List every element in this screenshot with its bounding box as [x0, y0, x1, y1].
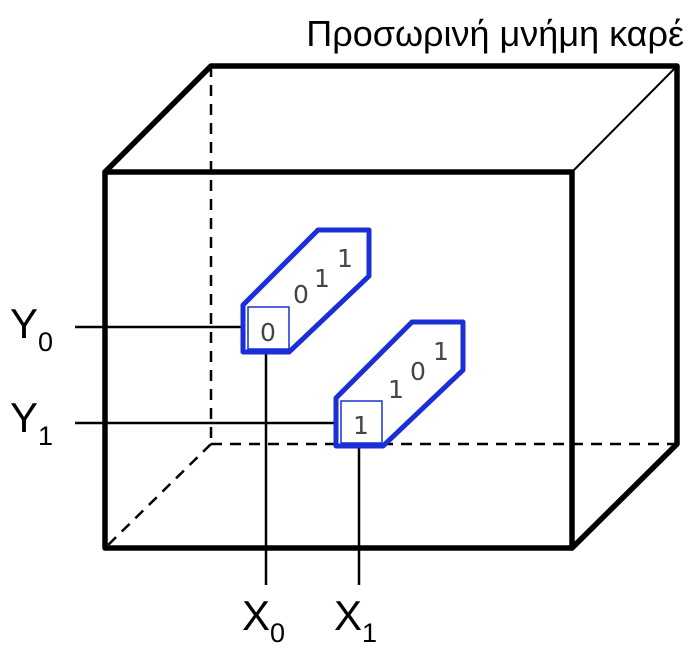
cube-edge-top-right [571, 65, 678, 173]
hidden-edges [104, 66, 677, 549]
guide-lines [75, 325, 361, 585]
pixel-stack-0-depth-bit-1: 0 [293, 280, 309, 309]
diagram-title: Προσωρινή μνήμη καρέ [306, 13, 684, 54]
column-label-x1: X1 [334, 592, 377, 648]
pixel-stack-1-depth-bit-1: 1 [388, 375, 404, 404]
pixel-stack-1-outline [333, 319, 466, 449]
column-label-x0-letter: X [242, 592, 270, 639]
pixel-stack-0-front-bit: 0 [260, 318, 276, 347]
pixel-stack-1: 1 1 0 1 [333, 319, 466, 449]
row-label-y1: Y1 [10, 394, 53, 451]
pixel-stack-1-front-cell [340, 400, 383, 444]
row-label-y1-subscript: 1 [38, 421, 53, 451]
pixel-stack-0-front-cell [247, 306, 290, 350]
pixel-stack-0-outline [240, 227, 372, 355]
frame-buffer-cube [102, 63, 680, 551]
cube-thin-edges [571, 65, 678, 173]
row-label-y0-subscript: 0 [38, 327, 53, 357]
column-label-x0-subscript: 0 [270, 618, 285, 648]
pixel-stack-0-depth-bit-3: 1 [337, 244, 353, 273]
row-label-y1-letter: Y [10, 394, 38, 441]
column-label-x1-letter: X [334, 592, 362, 639]
pixel-stack-0: 0 0 1 1 [240, 227, 372, 355]
row-label-y0-letter: Y [10, 300, 38, 347]
column-label-x0: X0 [242, 592, 285, 648]
column-label-x1-subscript: 1 [362, 618, 377, 648]
hidden-edge-diagonal [104, 443, 212, 549]
pixel-stack-1-front-bit: 1 [353, 411, 369, 440]
cube-top-back-edge [102, 63, 680, 551]
pixel-stack-1-depth-bit-2: 0 [410, 357, 426, 386]
pixel-stack-0-depth-bit-2: 1 [314, 264, 330, 293]
cube-front-face [102, 169, 575, 551]
pixel-stack-1-depth-bit-3: 1 [433, 337, 449, 366]
row-label-y0: Y0 [10, 300, 53, 357]
